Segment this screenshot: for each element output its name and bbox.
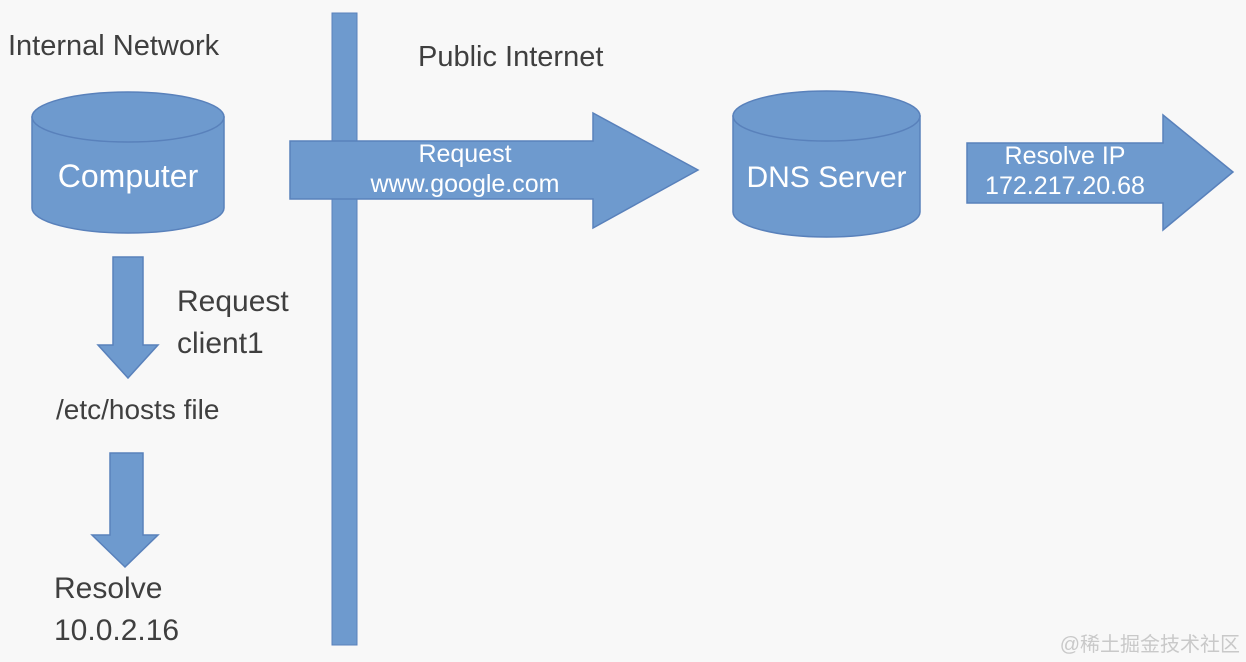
community-watermark: @稀土掘金技术社区: [1059, 634, 1240, 656]
local-resolve-label-line2: 10.0.2.16: [54, 614, 180, 647]
local-resolve-label: Resolve 10.0.2.16: [54, 568, 179, 652]
local-request-label-line2: client1: [177, 327, 264, 360]
dns-server-cylinder-body: [732, 115, 921, 238]
internal-network-title: Internal Network: [8, 30, 220, 62]
computer-node-label: Computer: [57, 158, 199, 194]
local-request-label-line1: Request: [177, 285, 289, 318]
hosts-lookup-arrow: [96, 256, 160, 380]
computer-cylinder-top: [31, 91, 225, 143]
dns-response-caption-line1: Resolve IP: [1004, 142, 1126, 170]
dns-request-caption: Request www.google.com: [300, 139, 630, 199]
hosts-file-label: /etc/hosts file: [56, 394, 220, 425]
local-resolve-arrow: [90, 452, 160, 569]
dns-response-caption: Resolve IP 172.217.20.68: [967, 141, 1163, 201]
dns-request-caption-line2: www.google.com: [370, 170, 560, 198]
local-request-label: Request client1: [177, 281, 289, 365]
dns-server-node-label: DNS Server: [746, 161, 907, 194]
dns-response-arrow: [966, 113, 1235, 232]
dns-request-arrow: [289, 111, 700, 230]
dns-request-caption-line1: Request: [418, 140, 512, 168]
local-resolve-label-line1: Resolve: [54, 572, 163, 605]
public-internet-title: Public Internet: [418, 41, 604, 73]
computer-cylinder-body: [31, 116, 225, 234]
network-boundary-bar: [331, 12, 358, 646]
dns-server-cylinder-top: [732, 90, 921, 142]
dns-response-caption-line2: 172.217.20.68: [985, 172, 1145, 200]
